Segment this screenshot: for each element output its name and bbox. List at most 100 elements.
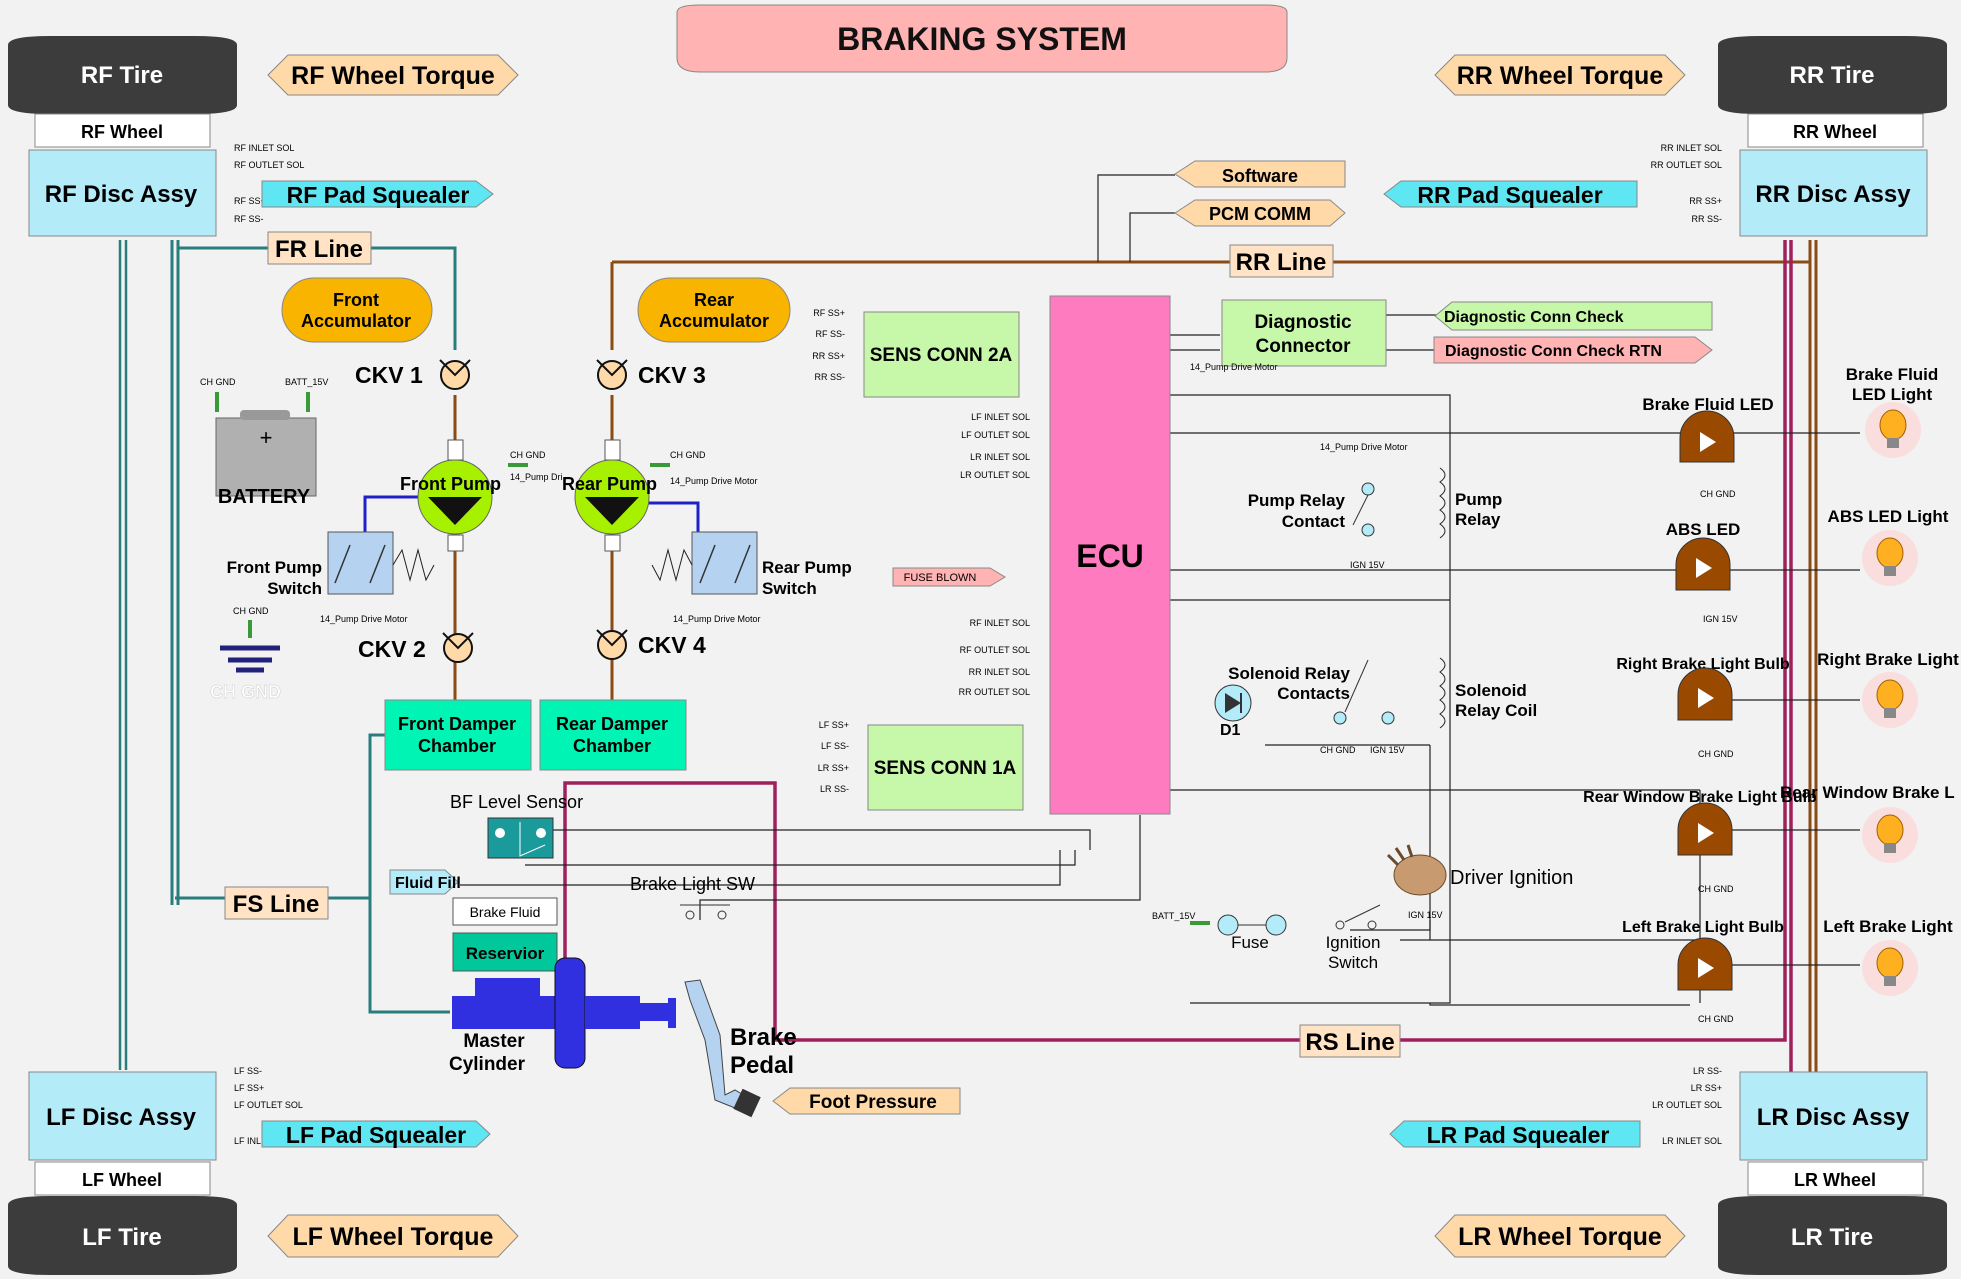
wheels-lf-pins-0-label: LF SS- [234,1066,262,1076]
rear-window-brake-light-led [1677,802,1733,856]
electrical-ign-15v-label: IGN 15V [1703,614,1738,624]
electrical-batt-15v-label: BATT_15V [285,377,328,387]
electrical-pcm-comm-label: PCM COMM [1209,204,1311,224]
electrical-solenoid-relay-coil-1-label: Relay Coil [1455,701,1537,720]
wheels-rr-disc-label: RR Disc Assy [1755,181,1911,208]
electrical-ch-gnd-label: CH GND [670,450,706,460]
brake-fluid-led [1679,410,1735,463]
rear-pump [574,439,650,552]
left-brake-light-bulb [1862,940,1918,996]
right-brake-light-bulb [1862,672,1918,728]
diode-d1 [1214,684,1252,722]
wheels-rf-tire-label: RF Tire [81,62,163,89]
electrical-solenoid-relay-contacts-1-label: Contacts [1277,684,1350,703]
hydraulics-rear-pump-switch-0-label: Rear Pump [762,558,852,577]
foot-pressure-label [772,1087,961,1115]
rr-pad-squealer [1383,180,1638,208]
rear-pump-switch [651,531,758,595]
rf-pad-squealer [261,180,494,208]
wheels-rf-pins-1-label: RF OUTLET SOL [234,160,304,170]
hydraulics-rear-damper-0-label: Rear Damper [556,714,668,734]
hydraulics-fluid-fill-label: Fluid Fill [395,875,461,892]
rr-wheel-torque [1434,54,1686,96]
electrical-diagnostic-connector-1-label: Connector [1256,336,1352,357]
abs-led [1675,537,1731,591]
electrical-sens-conn-1a-label: SENS CONN 1A [874,758,1017,779]
lf-disc-assy [28,1071,217,1161]
pcm-comm-label [1174,199,1346,227]
battery-group: + BATTERY CH GND BATT_15V CH GND CH GND [200,377,328,702]
electrical-ch-gnd-label: CH GND [233,606,269,616]
electrical-ch-gnd-label: CH GND [1320,745,1356,755]
hydraulics-ckv3-label: CKV 3 [638,362,706,388]
lines-rs-label: RS Line [1305,1029,1394,1056]
lights-rear-window-brake-light-label: Rear Window Brake L [1780,783,1955,802]
lf-pad-squealer [261,1120,491,1148]
electrical-pump-drive-motor-label: 14_Pump Drive Motor [320,614,408,624]
rr-disc-assy [1739,149,1928,237]
wheels-rr-pins-1-label: RR OUTLET SOL [1651,160,1722,170]
hydraulics-brake-light-sw-label: Brake Light SW [630,874,755,894]
electrical-ecu-pins-top-1-label: LF OUTLET SOL [961,430,1030,440]
lines-fr-label: FR Line [275,236,363,263]
lines-rr-label: RR Line [1236,249,1327,276]
electrical-driver-ignition-label: Driver Ignition [1450,867,1573,889]
wheels-rf-pins-2-label: RF SS+ [234,196,266,206]
electrical-diag-check-rtn-label: Diagnostic Conn Check RTN [1445,343,1662,360]
electrical-pump-drive-motor-label: 14_Pump Drive Motor [1190,362,1278,372]
ckv-2 [442,632,474,663]
electrical-ignition-switch-1-label: Switch [1328,953,1378,972]
brake-fluid-box [452,897,558,926]
electrical-solenoid-relay-coil-0-label: Solenoid [1455,681,1527,700]
hydraulics-rear-pump-switch-1-label: Switch [762,579,817,598]
hydraulics-rear-accumulator-0-label: Rear [694,290,734,310]
electrical-ecu-pins-top-3-label: LR OUTLET SOL [960,470,1030,480]
wheels-lf-torque-label: LF Wheel Torque [293,1223,494,1251]
lr-disc-assy [1739,1071,1928,1161]
wheels-rr-tire-label: RR Tire [1790,62,1875,89]
hydraulics-master-cylinder-0-label: Master [463,1031,525,1052]
electrical-diag-check-label: Diagnostic Conn Check [1444,309,1624,326]
wheels-lr-pins-0-label: LR SS- [1693,1066,1722,1076]
electrical-sens-conn-2a-pins-2-label: RR SS+ [812,351,845,361]
front-accumulator [281,277,433,343]
hydraulics-front-pump-switch-1-label: Switch [267,579,322,598]
wheels-lf-pins-1-label: LF SS+ [234,1083,264,1093]
electrical-pump-drive-motor-label: 14_Pump Drive Motor [1320,442,1408,452]
rr-corner: RR Tire RR Wheel RR Disc Assy RR INLET S… [1383,36,1947,237]
electrical-software-label: Software [1222,166,1298,186]
electrical-sens-conn-2a-pins-0-label: RF SS+ [813,308,845,318]
wheels-rf-pins-0-label: RF INLET SOL [234,143,294,153]
electrical-pump-relay-contact-1-label: Contact [1282,512,1346,531]
diag-conn-check-rtn-label [1433,336,1713,364]
hydraulics-rear-damper-1-label: Chamber [573,736,651,756]
electrical-pump-drive-motor-label: 14_Pump Drive Motor [670,476,758,486]
wheels-rr-pins-3-label: RR SS- [1691,214,1722,224]
wheels-lr-squealer-label: LR Pad Squealer [1427,1122,1610,1148]
wheels-rf-disc-label: RF Disc Assy [45,181,198,208]
wheels-lr-torque-label: LR Wheel Torque [1458,1223,1662,1251]
lights-right-brake-light-bulb-label: Right Brake Light Bulb [1616,656,1790,673]
sens-conn-2a [863,311,1020,398]
hydraulics-foot-pressure-label: Foot Pressure [809,1092,937,1113]
electrical-diagnostic-connector-0-label: Diagnostic [1254,312,1352,333]
bf-level-sensor [487,817,554,859]
electrical-ecu-label: ECU [1076,538,1144,574]
electrical-sens-conn-2a-label: SENS CONN 2A [870,345,1013,366]
electrical-ch-gnd-label: CH GND [1698,884,1734,894]
electrical-pump-relay-1-label: Relay [1455,510,1501,529]
rf-disc-assy [28,149,217,237]
rs-line-label [1299,1024,1401,1058]
lights-left-brake-light-label: Left Brake Light [1823,917,1953,936]
wheels-lf-pins-2-label: LF OUTLET SOL [234,1100,303,1110]
hydraulics-front-pump-switch-0-label: Front Pump [227,558,322,577]
wheels-lf-tire-label: LF Tire [82,1224,162,1251]
electrical-ign-15v-label: IGN 15V [1408,910,1443,920]
wheels-rr-squealer-label: RR Pad Squealer [1417,182,1602,208]
lights-brake-fluid-led-light-0-label: Brake Fluid [1846,365,1939,384]
electrical-pump-relay-contact-0-label: Pump Relay [1248,491,1346,510]
electrical-sens-conn-2a-pins-3-label: RR SS- [814,372,845,382]
hydraulics-front-damper-1-label: Chamber [418,736,496,756]
front-damper-chamber [384,699,532,771]
left-brake-light-led [1677,937,1733,991]
